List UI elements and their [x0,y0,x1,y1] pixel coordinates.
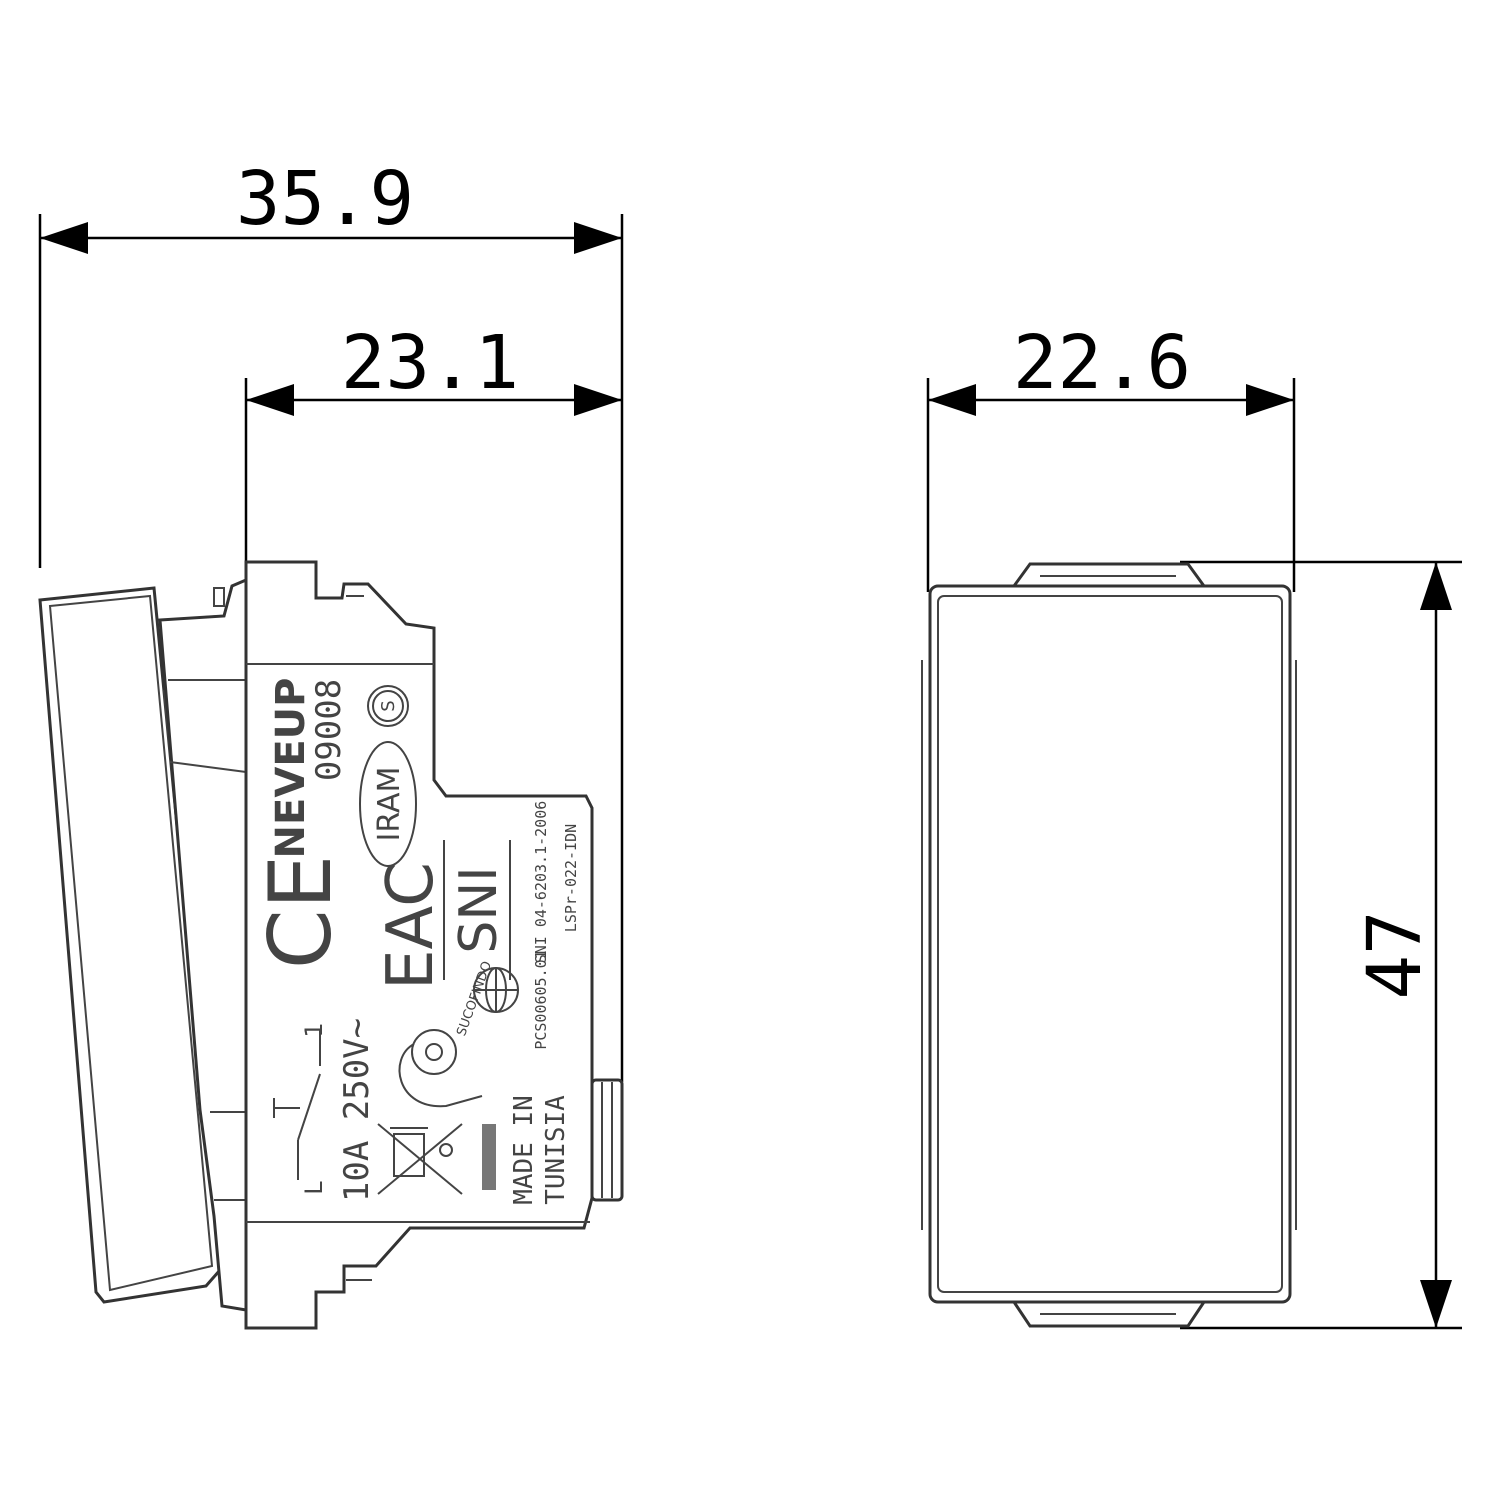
side-body [244,560,594,1330]
dimension-label-height: 47 [1352,910,1438,999]
front-key [928,584,1292,1304]
ce-mark: CE [251,855,351,969]
weee-bar [482,1124,496,1190]
dimension-overall-depth: 35.9 [38,156,624,1082]
iram-s-seal: S [367,685,409,727]
side-view: CE NEVEUP 09008 S IRAM EAC SNI SNI 04-62… [38,560,624,1330]
sni-label: SNI [449,866,509,953]
sni-standard: SNI 04-6203.1-2006 [532,801,550,964]
iram-mark: IRAM [359,741,417,867]
eac-mark: EAC [374,862,448,990]
dimension-label-body-depth: 23.1 [341,320,519,406]
switch-symbol: L 1 [273,1022,328,1195]
country-label: TUNISIA [541,1095,571,1205]
terminal-l: L [300,1181,328,1195]
terminal-1: 1 [300,1022,328,1037]
rocker-key [38,586,222,1304]
lspr-code: LSPr-022-IDN [562,824,580,932]
iram-s-letter: S [378,700,399,711]
iram-label: IRAM [372,767,407,842]
dimension-height: 47 [1180,560,1462,1330]
rating-label: 10A 250V~ [337,1018,377,1202]
brand-name: NEVEUP [268,678,314,859]
dimension-label-width: 22.6 [1013,320,1191,406]
sni-mark: SNI [443,840,511,980]
made-in-label: MADE IN [509,1095,539,1205]
dimension-body-depth: 23.1 [244,320,622,562]
weee-bin-icon [377,1123,463,1195]
dimension-label-overall-depth: 35.9 [236,156,414,242]
front-view [921,562,1297,1328]
product-code: 09008 [309,679,349,781]
quality-mark-icon [398,1029,483,1108]
pcs-code: PCS00605.01 [532,950,550,1049]
terminal-screw [590,1078,624,1202]
dimension-width: 22.6 [926,320,1296,592]
